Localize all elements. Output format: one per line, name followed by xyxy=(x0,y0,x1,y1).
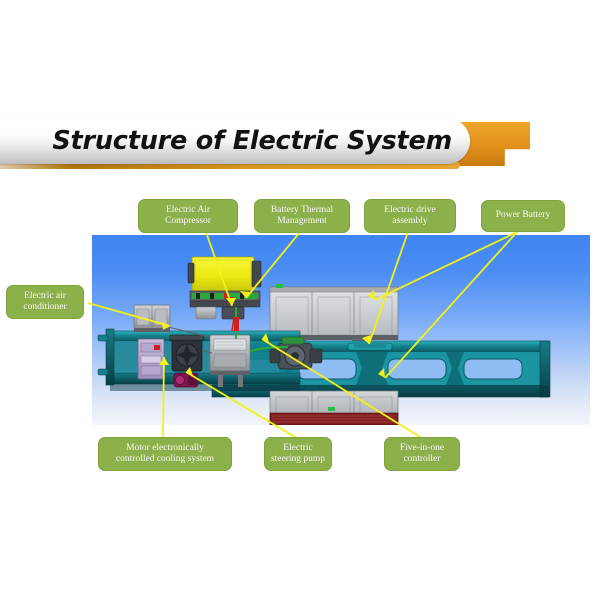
front-top-module xyxy=(133,304,171,332)
title-banner: Structure of Electric System xyxy=(0,118,560,170)
electric-system-diagram-image xyxy=(92,235,590,425)
page-title: Structure of Electric System xyxy=(52,126,452,156)
rear-lower-battery-box xyxy=(269,390,399,425)
roof-module-group xyxy=(187,256,262,339)
callout-label: Power Battery xyxy=(495,210,551,221)
banner-plate xyxy=(0,118,470,164)
chassis-illustration xyxy=(97,256,551,425)
banner-ribbon-tail xyxy=(0,162,460,169)
electric-air-compressor-part xyxy=(187,256,262,292)
electric-air-conditioner-part xyxy=(137,338,165,380)
motor-cooling-assembly xyxy=(169,334,205,372)
callout-power-battery[interactable]: Power Battery xyxy=(481,200,565,232)
electric-steering-pump-part xyxy=(173,372,199,388)
